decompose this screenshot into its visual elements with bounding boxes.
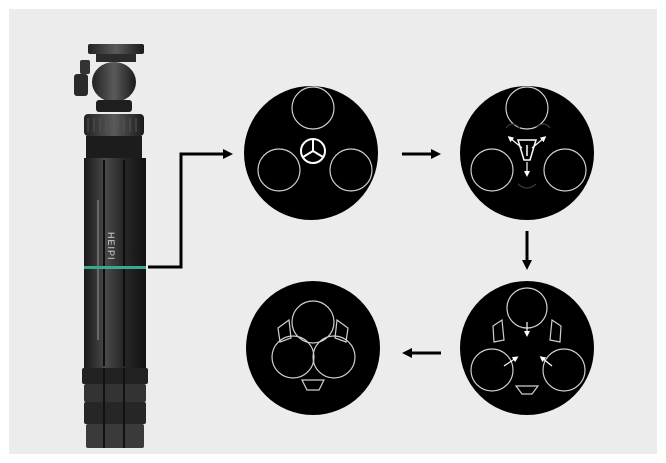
- step-2-disc: [460, 86, 594, 220]
- lock-segment: [514, 385, 540, 395]
- leg-lock-3: [84, 402, 146, 424]
- tripod-image: HEIPI: [74, 44, 148, 448]
- lock-segment: [549, 318, 562, 343]
- quick-release-plate: [88, 44, 144, 54]
- step-3-disc: [460, 281, 594, 415]
- lock-segment: [334, 318, 349, 343]
- lock-segment: [301, 379, 325, 391]
- plate-knob: [80, 60, 90, 74]
- ball-head: [92, 62, 136, 102]
- motion-arrow: [503, 356, 519, 367]
- leg-lock-2: [84, 384, 146, 402]
- motion-arrow: [539, 356, 553, 367]
- center-lock-icon: [516, 139, 538, 161]
- leg-lock-1: [82, 368, 148, 384]
- carbon-leg-bundle: [84, 158, 146, 368]
- ball-head-knob: [74, 74, 88, 96]
- accent-band: [84, 266, 146, 269]
- callout-arrow: [148, 149, 233, 269]
- tripod-brand-text: HEIPI: [106, 232, 116, 261]
- leg-lock-4: [86, 424, 144, 448]
- lock-segment: [277, 318, 292, 343]
- release-arrow: [531, 136, 547, 149]
- release-arrow: [507, 136, 523, 149]
- leg-collar: [84, 114, 144, 136]
- step-4-disc: [246, 281, 380, 415]
- lock-segment: [492, 318, 505, 343]
- step-1-disc: [244, 86, 378, 220]
